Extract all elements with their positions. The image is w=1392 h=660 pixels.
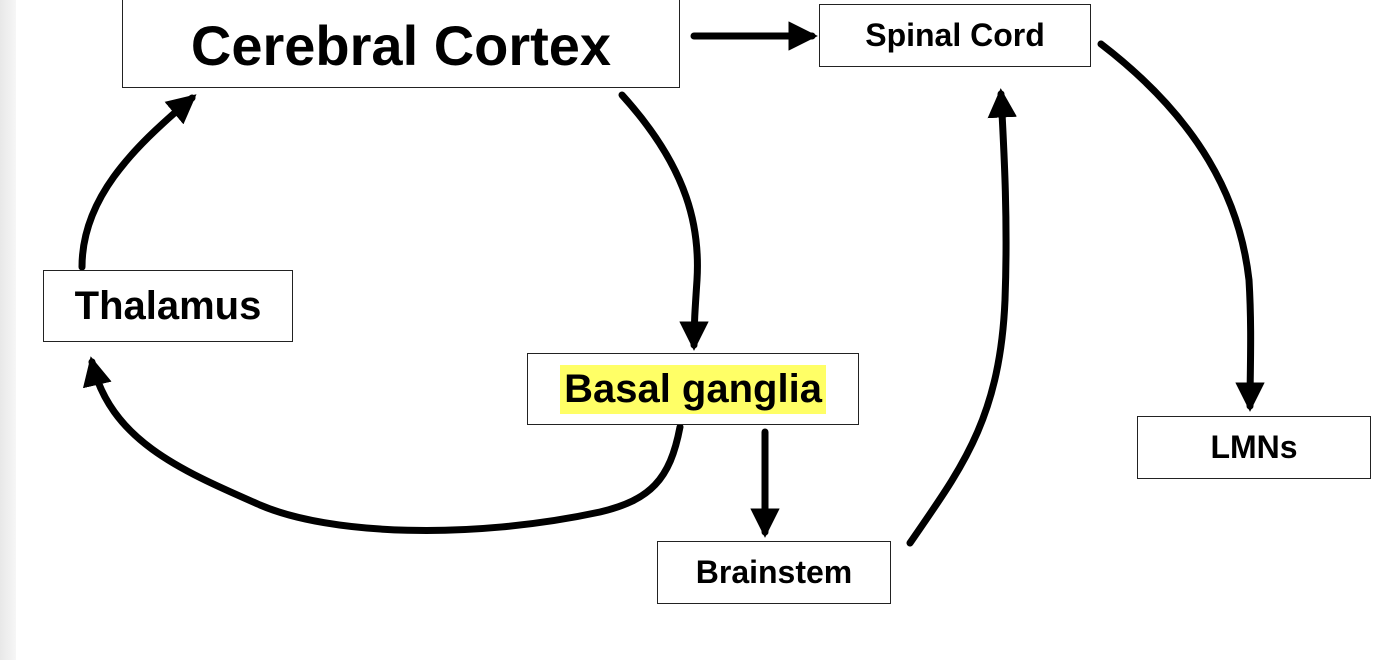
left-edge-strip: [0, 0, 16, 660]
arrow-spinal-cord-to-lmns: [1097, 40, 1265, 412]
node-spinal-cord: Spinal Cord: [819, 4, 1091, 67]
node-basal-ganglia-label: Basal ganglia: [560, 364, 826, 414]
node-cerebral-cortex-label: Cerebral Cortex: [190, 14, 612, 77]
node-thalamus: Thalamus: [43, 270, 293, 342]
node-lmns: LMNs: [1137, 416, 1371, 479]
arrow-brainstem-to-spinal-cord: [906, 88, 1017, 547]
node-basal-ganglia: Basal ganglia: [527, 353, 859, 425]
node-cerebral-cortex: Cerebral Cortex: [122, 0, 680, 88]
arrow-cortex-to-basal-ganglia: [618, 91, 709, 351]
node-lmns-label: LMNs: [1210, 429, 1298, 465]
arrow-thalamus-to-cortex: [78, 94, 197, 271]
arrow-basal-ganglia-to-thalamus: [82, 356, 684, 534]
node-brainstem-label: Brainstem: [695, 554, 853, 590]
node-thalamus-label: Thalamus: [74, 283, 262, 328]
node-spinal-cord-label: Spinal Cord: [865, 17, 1045, 53]
node-brainstem: Brainstem: [657, 541, 891, 604]
